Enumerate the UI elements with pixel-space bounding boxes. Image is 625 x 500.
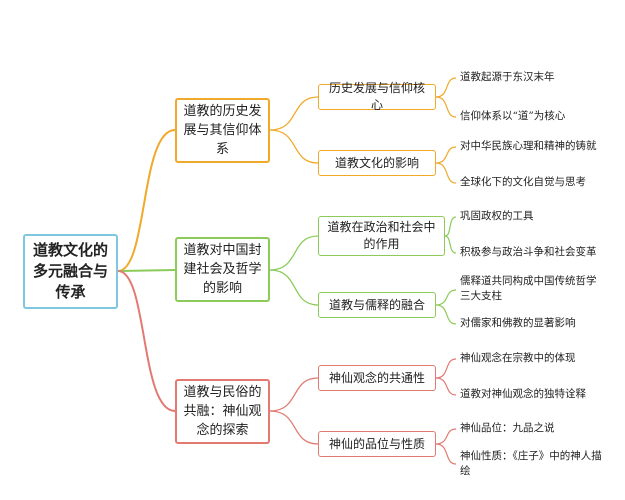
topic-1-1-label: 历史发展与信仰核心: [328, 81, 425, 112]
connector-topic-1-2-leaf-2: [435, 162, 457, 184]
leaf-2-1-2: 积极参与政治斗争和社会变革: [460, 246, 597, 258]
topic-3-2-node: 神仙的品位与性质: [318, 431, 436, 457]
connector-topic-1-1-leaf-2: [435, 96, 457, 118]
leaf-3-1-1: 神仙观念在宗教中的体现: [460, 352, 576, 364]
topic-3-1-node: 神仙观念的共通性: [318, 365, 436, 391]
topic-1-2-label: 道教文化的影响: [334, 155, 419, 170]
branch-3-node: 道教与民俗的共融：神仙观念的探索: [175, 379, 270, 444]
connector-topic-2-1-leaf-1: [444, 216, 457, 237]
branch-2-label: 道教对中国封建社会及哲学的影响: [183, 243, 262, 296]
leaf-2-2-1: 儒释道共同构成中国传统哲学三大支柱: [460, 275, 597, 302]
topic-2-2-node: 道教与儒释的融合: [318, 292, 436, 318]
connector-topic-3-1-leaf-1: [435, 358, 457, 379]
connector-topic-3-2-leaf-1: [435, 428, 457, 445]
connector-topic-2-2-leaf-1: [435, 289, 457, 306]
root-node: 道教文化的多元融合与传承: [23, 234, 118, 309]
leaf-1-1-2: 信仰体系以“道”为核心: [460, 110, 566, 122]
connector-topic-1-2-leaf-1: [435, 146, 457, 164]
topic-1-1-node: 历史发展与信仰核心: [318, 81, 436, 112]
connector-topic-3-1-leaf-2: [435, 377, 457, 396]
connector-branch-3-topic-1: [269, 377, 319, 412]
connector-branch-2-topic-2: [269, 269, 319, 306]
leaf-2-1-1: 巩固政权的工具: [460, 210, 534, 222]
leaf-3-2-1: 神仙品位：九品之说: [460, 422, 555, 434]
branch-2-node: 道教对中国封建社会及哲学的影响: [175, 237, 270, 302]
branch-1-node: 道教的历史发展与其信仰体系: [175, 98, 270, 163]
topic-2-1-node: 道教在政治和社会中的作用: [318, 216, 445, 256]
topic-1-2-node: 道教文化的影响: [318, 150, 436, 176]
topic-3-2-label: 神仙的品位与性质: [328, 436, 425, 451]
connector-root-branch-3: [117, 270, 176, 412]
leaf-1-2-2: 全球化下的文化自觉与思考: [460, 176, 586, 188]
connector-topic-3-2-leaf-2: [435, 443, 457, 465]
connector-topic-1-1-leaf-1: [435, 77, 457, 98]
connector-topic-2-2-leaf-2: [435, 304, 457, 325]
leaf-3-1-2: 道教对神仙观念的独特诠释: [460, 388, 586, 400]
root-label: 道教文化的多元融合与传承: [32, 241, 108, 301]
connector-branch-1-topic-2: [269, 129, 319, 164]
topic-2-2-label: 道教与儒释的融合: [328, 297, 425, 312]
branch-3-label: 道教与民俗的共融：神仙观念的探索: [183, 385, 262, 438]
leaf-1-2-1: 对中华民族心理和精神的铸就: [460, 140, 597, 152]
connector-branch-3-topic-2: [269, 410, 319, 445]
topic-3-1-label: 神仙观念的共通性: [328, 370, 425, 385]
topic-2-1-label: 道教在政治和社会中的作用: [327, 220, 436, 251]
connector-root-branch-1: [117, 129, 176, 272]
connector-branch-2-topic-1: [269, 235, 319, 271]
leaf-1-1-1: 道教起源于东汉末年: [460, 71, 555, 83]
leaf-2-2-2: 对儒家和佛教的显著影响: [460, 317, 576, 329]
branch-1-label: 道教的历史发展与其信仰体系: [183, 104, 262, 157]
connector-topic-2-1-leaf-2: [444, 235, 457, 254]
leaf-3-2-2: 神仙性质：《庄子》中的神人描绘: [460, 450, 602, 477]
connector-root-branch-2: [117, 269, 176, 272]
connector-branch-1-topic-1: [269, 96, 319, 131]
